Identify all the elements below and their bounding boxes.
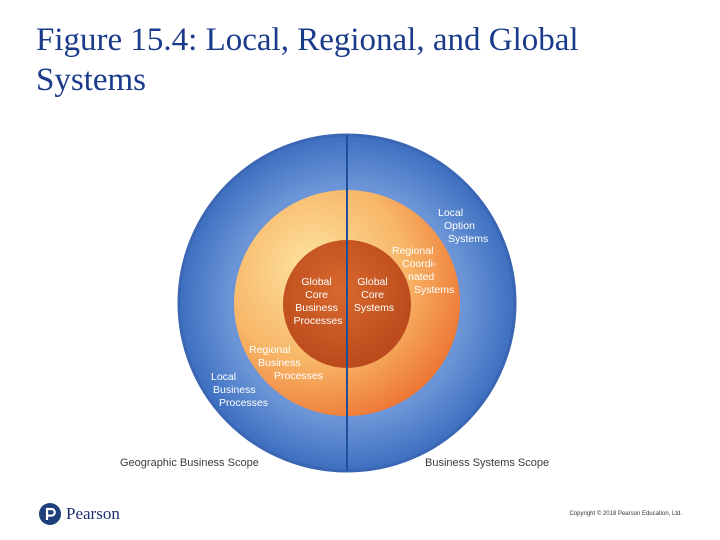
inner-right-label: Global Core Systems	[354, 276, 394, 314]
pearson-p-icon	[39, 503, 61, 525]
outer-left-label: Local Business Processes	[211, 371, 268, 409]
systems-scope-label: Business Systems Scope	[425, 457, 549, 469]
inner-left-label: Global Core Business Processes	[293, 276, 342, 327]
slide-title: Figure 15.4: Local, Regional, and Global…	[36, 22, 579, 98]
copyright-notice: Copyright © 2018 Pearson Education, Ltd.	[569, 511, 683, 517]
middle-left-label: Regional Business Processes	[249, 344, 323, 382]
outer-right-label: Local Option Systems	[438, 207, 488, 245]
pearson-logo: Pearson	[38, 501, 120, 527]
geographic-scope-label: Geographic Business Scope	[120, 457, 259, 469]
middle-right-label: Regional Coordi- nated Systems	[392, 245, 454, 296]
pearson-wordmark: Pearson	[66, 504, 120, 523]
